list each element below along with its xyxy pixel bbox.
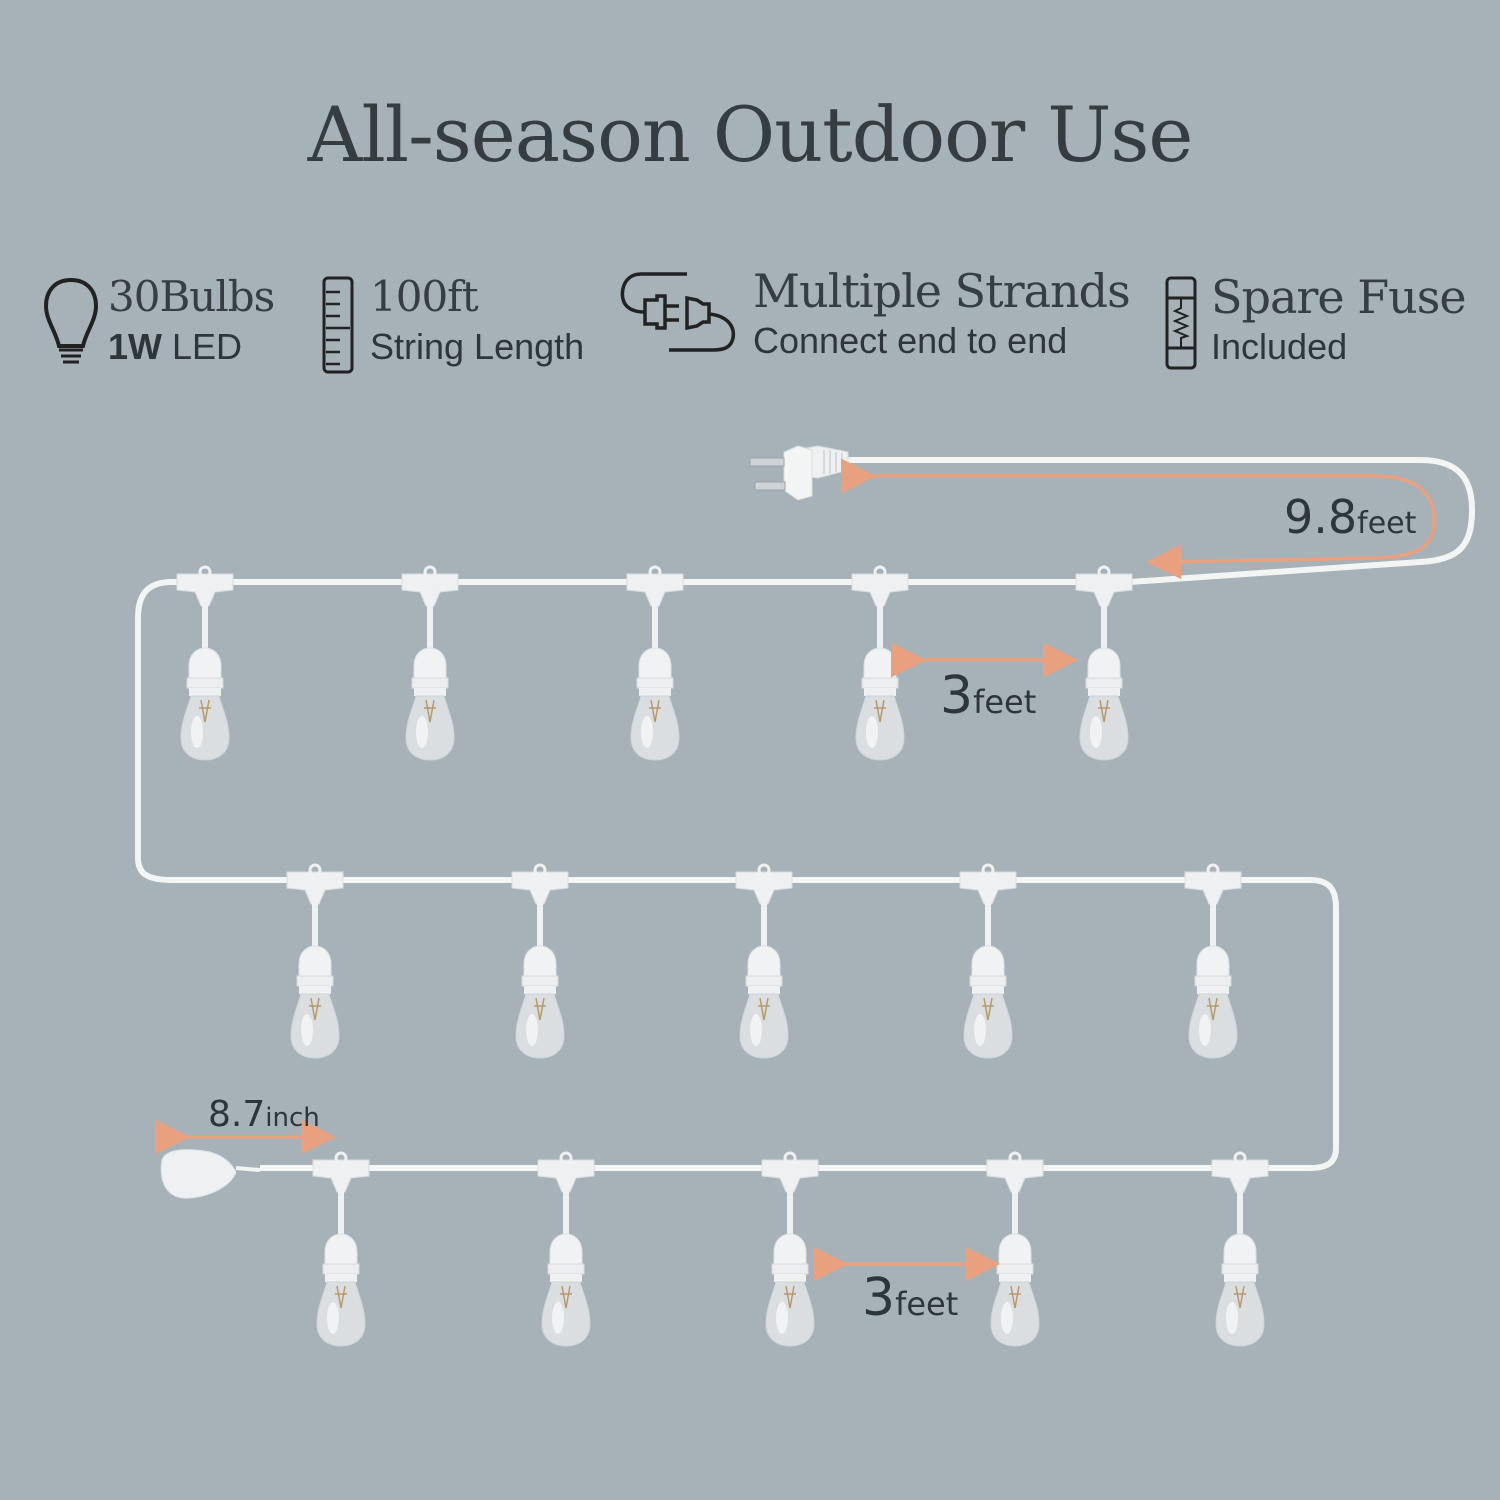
feature-wattage: 1W: [108, 326, 162, 367]
feature-title: Spare Fuse: [1211, 270, 1467, 324]
page-title: All-season Outdoor Use: [307, 90, 1194, 179]
feature-title: 100ft: [370, 272, 479, 321]
bulb: [958, 863, 1018, 1060]
ruler-icon: [322, 276, 354, 374]
feature-length: 100ft String Length: [322, 272, 585, 374]
bulb: [1074, 565, 1134, 762]
bulb: [536, 1151, 596, 1348]
bulb: [175, 565, 235, 762]
feature-subtitle: String Length: [370, 326, 585, 367]
feature-title: Multiple Strands: [753, 264, 1131, 318]
bulb: [400, 565, 460, 762]
dimension-arrows: [155, 458, 1436, 1282]
bulb: [985, 1151, 1045, 1348]
power-plug-icon: [749, 445, 849, 501]
bulb: [625, 565, 685, 762]
fuse-icon: [1165, 276, 1197, 370]
feature-bulbs: 30Bulbs 1W LED: [42, 272, 275, 370]
feature-subtitle: Connect end to end: [753, 320, 1068, 361]
feature-subtitle: Included: [1211, 326, 1348, 367]
bulb-spacing-bottom-label: 3feet: [862, 1268, 959, 1328]
lead-cord-label: 9.8feet: [1284, 490, 1417, 544]
bulb-spacing-top-label: 3feet: [940, 666, 1037, 726]
end-connector-icon: [160, 1149, 261, 1199]
bulb: [510, 863, 570, 1060]
plug-connect-icon: [620, 272, 736, 352]
end-connector-label: 8.7inch: [208, 1094, 320, 1135]
bulb: [760, 1151, 820, 1348]
feature-strands: Multiple Strands Connect end to end: [617, 264, 1131, 364]
bulb: [311, 1151, 371, 1348]
feature-title: 30Bulbs: [108, 272, 275, 321]
feature-subtitle: LED: [162, 326, 243, 367]
bulb-icon: [43, 277, 99, 364]
bulb: [1210, 1151, 1270, 1348]
bulb: [285, 863, 345, 1060]
bulb: [734, 863, 794, 1060]
bulb: [1183, 863, 1243, 1060]
feature-fuse: Spare Fuse Included: [1165, 270, 1467, 370]
bulb: [850, 565, 910, 762]
cord-path: [135, 457, 1475, 1171]
